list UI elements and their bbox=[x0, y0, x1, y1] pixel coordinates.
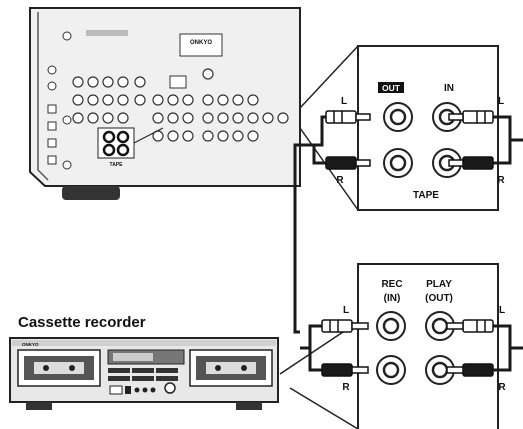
rec-label: REC bbox=[381, 279, 402, 290]
rca-plugs bbox=[321, 110, 494, 377]
cable-rec-l-branch bbox=[300, 324, 322, 350]
deck-left-label-a: L bbox=[343, 305, 349, 316]
cable-out-to-rec bbox=[293, 115, 326, 334]
plug-rec-r bbox=[321, 363, 369, 377]
tape-jack-panel: OUT IN TAPE bbox=[299, 45, 499, 211]
cable-rec-r-branch bbox=[308, 348, 322, 372]
plug-play-r bbox=[446, 363, 494, 377]
in-label: IN bbox=[444, 83, 454, 94]
cable-out-r-branch bbox=[312, 145, 326, 165]
deck-rec-r-jack bbox=[376, 355, 406, 385]
tape-out-l-jack bbox=[383, 102, 413, 132]
zoom-line-receiver bbox=[133, 127, 164, 144]
rec-sub-label: (IN) bbox=[384, 293, 401, 304]
receiver-brand-plate bbox=[179, 33, 223, 57]
deck-play-r-jack bbox=[425, 355, 455, 385]
out-label: OUT bbox=[382, 83, 401, 93]
cassette-foot-left bbox=[26, 402, 52, 410]
cassette-deck: ONKYO bbox=[9, 337, 279, 410]
tape-left-label-a: L bbox=[341, 96, 347, 107]
out-badge bbox=[378, 82, 404, 93]
rca-cables bbox=[293, 115, 523, 372]
receiver-left-jacks bbox=[47, 31, 72, 170]
cassette-foot-right bbox=[236, 402, 262, 410]
deck-jack-panel: REC (IN) PLAY (OUT) bbox=[279, 263, 499, 429]
receiver-brand-text: ONKYO bbox=[190, 40, 212, 46]
deck-right-label-b: R bbox=[498, 382, 506, 393]
receiver-jack-grid bbox=[72, 68, 289, 142]
tape-right-label-b: R bbox=[497, 175, 505, 186]
play-sub-label: (OUT) bbox=[425, 293, 453, 304]
tape-left-label-b: L bbox=[498, 96, 504, 107]
cassette-control-area bbox=[107, 349, 185, 395]
plug-out-r bbox=[325, 156, 371, 170]
tape-right-label-a: R bbox=[336, 175, 344, 186]
receiver-rear-panel: ONKYO TAPE bbox=[29, 7, 301, 200]
cassette-title: Cassette recorder bbox=[18, 314, 146, 331]
receiver-foot bbox=[62, 186, 120, 200]
cassette-door-left bbox=[17, 349, 101, 387]
tape-panel-title: TAPE bbox=[413, 190, 439, 201]
deck-rec-l-jack bbox=[376, 311, 406, 341]
plug-rec-l bbox=[321, 319, 369, 333]
play-label: PLAY bbox=[426, 279, 452, 290]
deck-left-label-b: L bbox=[499, 305, 505, 316]
tape-out-r-jack bbox=[383, 148, 413, 178]
plug-out-l bbox=[325, 110, 371, 124]
cassette-door-right bbox=[189, 349, 273, 387]
tape-in-l-jack bbox=[432, 102, 462, 132]
deck-play-l-jack bbox=[425, 311, 455, 341]
plug-in-r bbox=[448, 156, 494, 170]
cassette-brand: ONKYO bbox=[22, 342, 39, 347]
receiver-tape-text: TAPE bbox=[110, 162, 124, 168]
antenna-terminal bbox=[169, 75, 187, 89]
deck-right-label-a: R bbox=[342, 382, 350, 393]
plug-in-l bbox=[448, 110, 494, 124]
plug-play-l bbox=[446, 319, 494, 333]
receiver-label-block bbox=[86, 30, 128, 36]
